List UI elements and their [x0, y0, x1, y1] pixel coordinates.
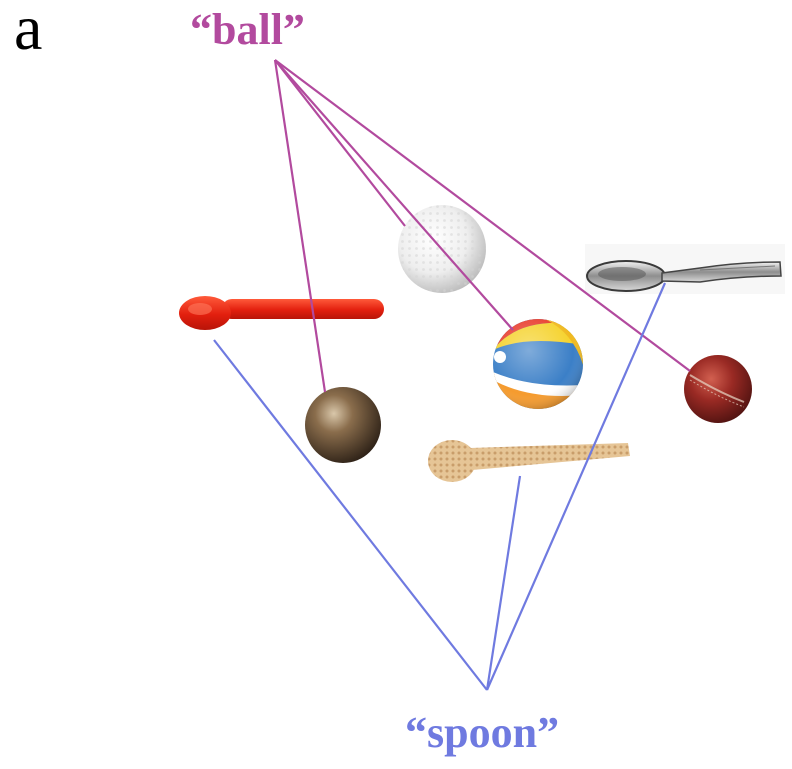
wooden-textured-spoon	[428, 440, 630, 482]
ball-connector-lines	[273, 59, 691, 393]
spoon-word-label: “spoon”	[405, 708, 560, 757]
spoon-line-to-red-spoon	[213, 339, 488, 691]
ball-line-to-cricket-ball	[274, 59, 691, 372]
panel-label: a	[14, 0, 43, 63]
spoon-connector-lines	[213, 282, 667, 691]
ball-line-to-white-ball	[274, 59, 406, 227]
red-plastic-spoon	[179, 296, 384, 330]
beach-ball	[493, 319, 583, 409]
silver-spoon	[585, 244, 785, 294]
ball-word-label: “ball”	[190, 5, 305, 54]
ball-line-to-beach-ball	[274, 59, 514, 331]
cricket-ball	[684, 355, 752, 423]
bronze-metal-ball	[305, 387, 381, 463]
spoon-line-to-wooden-spoon	[485, 475, 522, 691]
ball-line-to-bronze-ball	[273, 59, 327, 393]
spoon-line-to-silver-spoon	[485, 282, 667, 691]
